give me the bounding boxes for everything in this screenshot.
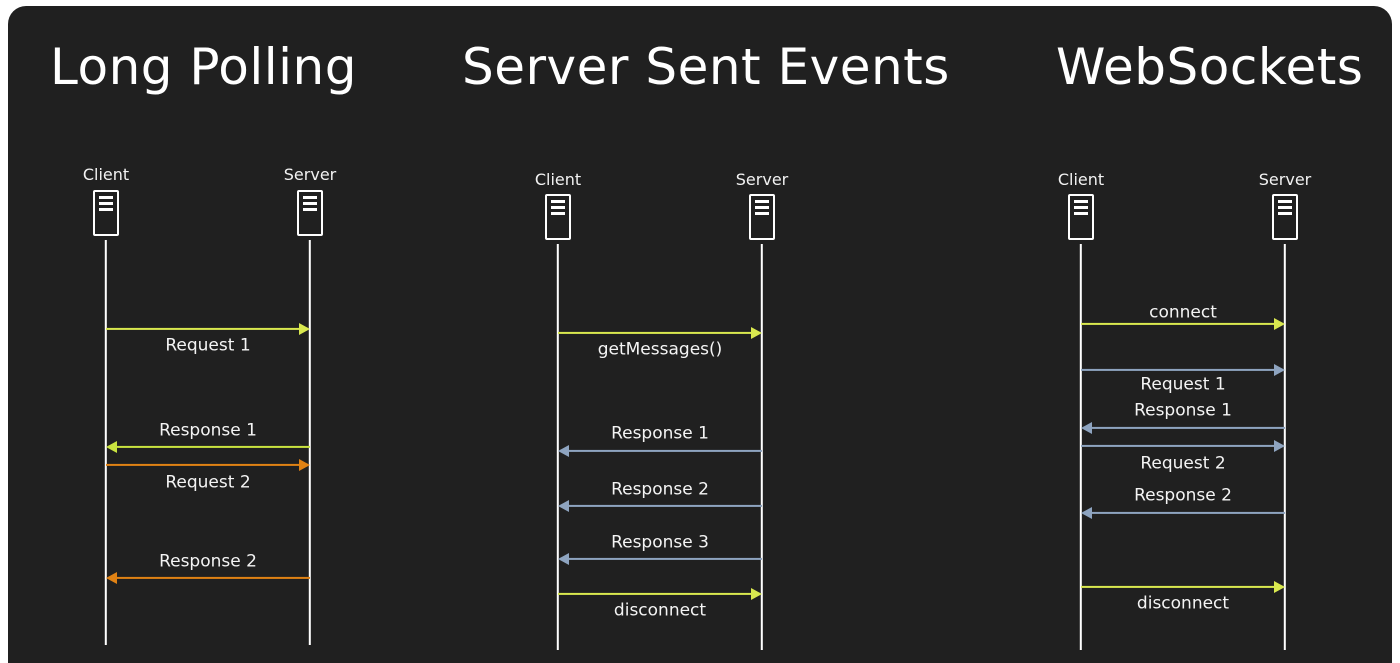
server-machine-icon (749, 194, 775, 240)
message-label: Response 1 (1134, 400, 1232, 421)
message-arrowhead-right (1274, 318, 1285, 330)
message-arrowhead-right (1274, 440, 1285, 452)
message-label: Request 1 (1140, 374, 1226, 395)
actor-label-client: Client (534, 170, 582, 189)
client-machine-icon (545, 194, 571, 240)
message-label: getMessages() (597, 339, 723, 360)
machine-icon-bar (1278, 206, 1292, 210)
lifeline-server (1283, 244, 1287, 650)
message-line (106, 463, 308, 467)
message-arrowhead-left (558, 445, 569, 457)
message-label: Response 2 (1134, 485, 1232, 506)
message-label: Response 1 (611, 423, 709, 444)
message-line (1083, 511, 1285, 515)
message-label: Request 2 (165, 472, 251, 493)
message-line (1081, 585, 1283, 589)
message-label: disconnect (613, 600, 707, 621)
machine-icon-bar (99, 208, 113, 212)
lifeline-server (308, 240, 312, 645)
message-line (558, 331, 760, 335)
machine-icon-bar (1074, 200, 1088, 203)
message-label: connect (1149, 302, 1217, 323)
message-line (106, 327, 308, 331)
actor-label-client: Client (82, 165, 130, 184)
message-line (560, 557, 762, 561)
machine-icon-bar (551, 212, 565, 216)
message-line (108, 445, 310, 449)
actor-label-server: Server (735, 170, 789, 189)
message-arrowhead-left (1081, 507, 1092, 519)
lifeline-server (760, 244, 764, 650)
message-arrowhead-right (1274, 364, 1285, 376)
message-line (560, 449, 762, 453)
client-machine-icon (1068, 194, 1094, 240)
message-line (1081, 368, 1283, 372)
machine-icon-bar (755, 206, 769, 210)
server-machine-icon (297, 190, 323, 236)
message-label: disconnect (1136, 593, 1230, 614)
machine-icon-bar (1278, 212, 1292, 216)
message-arrowhead-right (751, 327, 762, 339)
message-line (108, 576, 310, 580)
message-label: Response 2 (159, 551, 257, 572)
message-arrowhead-right (1274, 581, 1285, 593)
message-arrowhead-left (1081, 422, 1092, 434)
message-line (558, 592, 760, 596)
panel-title-websockets: WebSockets (1056, 38, 1364, 96)
machine-icon-bar (1074, 212, 1088, 216)
machine-icon-bar (755, 212, 769, 216)
machine-icon-bar (755, 200, 769, 203)
machine-icon-bar (1278, 200, 1292, 203)
message-line (1083, 426, 1285, 430)
message-arrowhead-left (558, 500, 569, 512)
machine-icon-bar (303, 202, 317, 206)
machine-icon-bar (551, 206, 565, 210)
actor-label-server: Server (283, 165, 337, 184)
actor-label-server: Server (1258, 170, 1312, 189)
message-arrowhead-left (106, 441, 117, 453)
message-arrowhead-right (751, 588, 762, 600)
message-line (560, 504, 762, 508)
machine-icon-bar (99, 202, 113, 206)
actor-label-client: Client (1057, 170, 1105, 189)
message-label: Response 1 (159, 420, 257, 441)
server-machine-icon (1272, 194, 1298, 240)
machine-icon-bar (303, 196, 317, 199)
message-label: Response 2 (611, 479, 709, 500)
message-arrowhead-left (106, 572, 117, 584)
message-label: Request 2 (1140, 453, 1226, 474)
message-label: Response 3 (611, 532, 709, 553)
panel-title-long-polling: Long Polling (50, 38, 357, 96)
client-machine-icon (93, 190, 119, 236)
machine-icon-bar (551, 200, 565, 203)
panel-title-server-sent-events: Server Sent Events (462, 38, 950, 96)
machine-icon-bar (303, 208, 317, 212)
message-label: Request 1 (165, 335, 251, 356)
message-arrowhead-right (299, 459, 310, 471)
machine-icon-bar (99, 196, 113, 199)
message-line (1081, 322, 1283, 326)
message-arrowhead-right (299, 323, 310, 335)
machine-icon-bar (1074, 206, 1088, 210)
message-arrowhead-left (558, 553, 569, 565)
message-line (1081, 444, 1283, 448)
